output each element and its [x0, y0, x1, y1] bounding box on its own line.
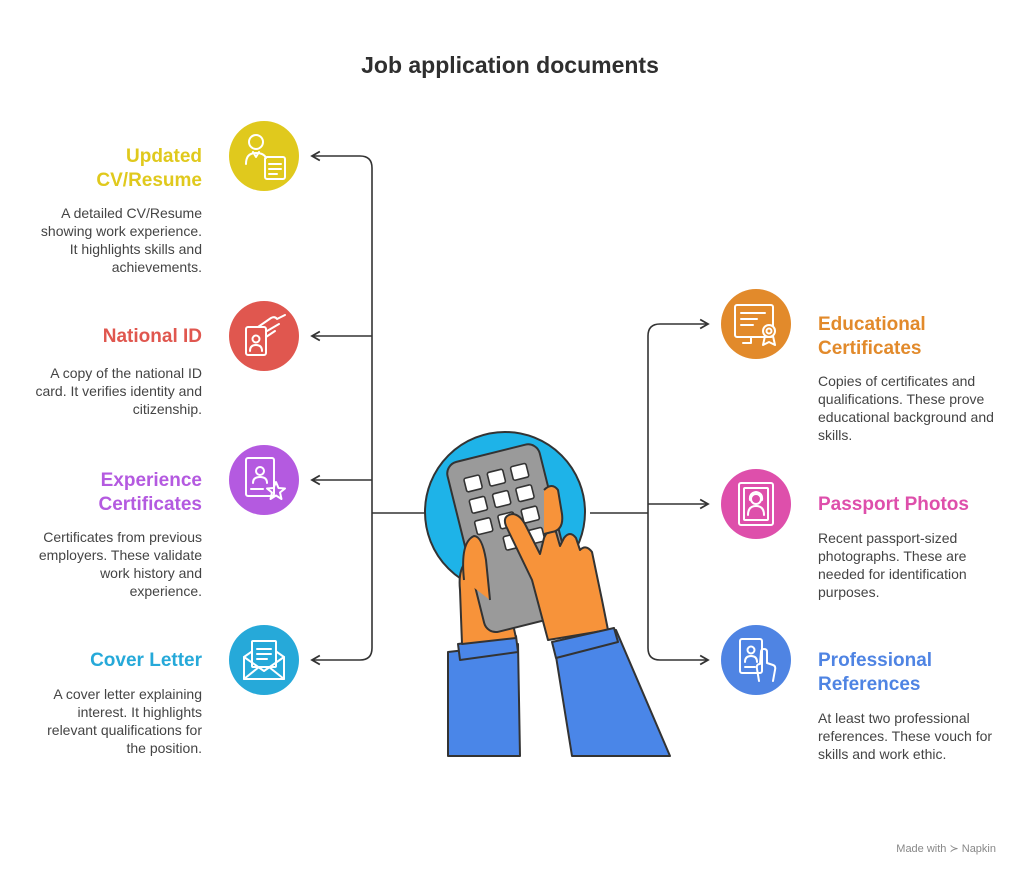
portrait-photo-icon — [738, 482, 774, 526]
resume-desc: A detailed CV/Resume showing work experi… — [40, 205, 202, 275]
certificate-star-icon — [245, 457, 286, 500]
educational-node — [721, 289, 791, 359]
references-node — [721, 625, 791, 695]
hand-calculator-illustration — [424, 431, 671, 757]
national-id-node — [229, 301, 299, 371]
napkin-watermark: Made with ≻ Napkin — [896, 843, 996, 855]
experience-node — [229, 445, 299, 515]
id-card-icon — [245, 314, 286, 356]
national-id-desc: A copy of the national ID card. It verif… — [35, 365, 202, 417]
passport-desc: Recent passport-sized photographs. These… — [818, 530, 967, 600]
experience-desc: Certificates from previous employers. Th… — [38, 529, 202, 599]
resume-icon — [245, 134, 286, 180]
passport-heading: Passport Photos — [818, 494, 969, 515]
page-title: Job application documents — [361, 52, 659, 78]
cover-letter-node — [229, 625, 299, 695]
cover-letter-heading: Cover Letter — [90, 650, 202, 671]
cover-letter-desc: A cover letter explaining interest. It h… — [47, 686, 202, 756]
diploma-icon — [734, 304, 776, 346]
references-heading: Professional References — [818, 650, 933, 695]
resume-node — [229, 121, 299, 191]
envelope-letter-icon — [243, 640, 285, 680]
national-id-heading: National ID — [102, 326, 202, 347]
passport-node — [721, 469, 791, 539]
experience-heading: Experience Certificates — [98, 470, 203, 515]
educational-desc: Copies of certificates and qualification… — [818, 373, 994, 443]
resume-heading: Updated CV/Resume — [96, 146, 202, 191]
educational-heading: Educational Certificates — [818, 314, 926, 359]
reference-hand-icon — [739, 638, 777, 682]
references-desc: At least two professional references. Th… — [818, 710, 993, 762]
